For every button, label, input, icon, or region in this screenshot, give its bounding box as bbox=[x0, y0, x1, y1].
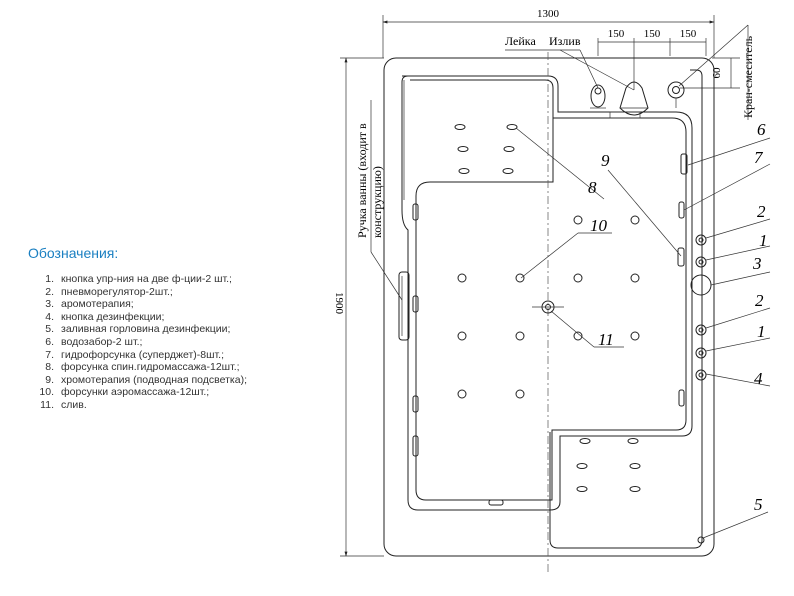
legend-item-number: 9. bbox=[45, 373, 54, 386]
callout-8: 8 bbox=[588, 178, 597, 197]
legend-item-text: хромотерапия (подводная подсветка); bbox=[61, 373, 247, 386]
legend-item-text: форсунка спин.гидромассажа-12шт.; bbox=[61, 361, 240, 374]
legend-item: 11. слив. bbox=[28, 399, 338, 412]
mixer-tap bbox=[667, 81, 685, 108]
legend-item-number: 3. bbox=[45, 298, 54, 311]
callout-1-lower: 1 bbox=[757, 322, 766, 341]
spacing-label-3: 150 bbox=[680, 28, 697, 40]
callout-3: 3 bbox=[752, 254, 762, 273]
legend-item-number: 2. bbox=[45, 285, 54, 298]
legend-item: 1. кнопка упр-ния на две ф-ции-2 шт.; bbox=[28, 273, 338, 286]
legend-item: 5. заливная горловина дезинфекции; bbox=[28, 323, 338, 336]
legend-item-text: кнопка упр-ния на две ф-ции-2 шт.; bbox=[61, 273, 232, 285]
legend-item-text: заливная горловина дезинфекции; bbox=[61, 323, 231, 336]
height-dimension-label: 1900 bbox=[333, 292, 345, 315]
callout-7: 7 bbox=[754, 148, 764, 167]
legend-item-number: 6. bbox=[45, 335, 54, 348]
handle-label-line2: конструкцию) bbox=[370, 166, 384, 238]
callout-leaders bbox=[515, 127, 771, 539]
legend-item: 10. форсунки аэромассажа-12шт.; bbox=[28, 386, 338, 399]
legend-item-text: кнопка дезинфекции; bbox=[61, 310, 165, 323]
callout-9: 9 bbox=[601, 151, 610, 170]
legend-item-text: форсунки аэромассажа-12шт.; bbox=[61, 386, 210, 399]
spacing-label-2: 150 bbox=[644, 28, 661, 40]
legend-item-text: слив. bbox=[61, 398, 87, 411]
legend-item-number: 5. bbox=[45, 323, 54, 336]
legend-item: 7. гидрофорсунка (суперджет)-8шт.; bbox=[28, 349, 338, 362]
callout-5: 5 bbox=[754, 495, 763, 514]
handle-label-line1: Ручка ванны (входит в bbox=[355, 123, 369, 238]
depth-dimension-label: 60 bbox=[711, 67, 723, 79]
legend-item: 8. форсунка спин.гидромассажа-12шт.; bbox=[28, 361, 338, 374]
callout-1-upper: 1 bbox=[759, 231, 768, 250]
depth-dimension: 60 bbox=[680, 57, 740, 89]
water-intake bbox=[680, 153, 688, 175]
legend-item-number: 4. bbox=[45, 310, 54, 323]
shower-label: Лейка bbox=[505, 34, 536, 48]
callout-2-upper: 2 bbox=[757, 202, 766, 221]
legend-item-number: 10. bbox=[39, 386, 54, 399]
legend-item-text: пневморегулятор-2шт.; bbox=[61, 285, 173, 298]
callout-2-lower: 2 bbox=[755, 291, 764, 310]
callout-6: 6 bbox=[757, 120, 766, 139]
legend-item-number: 8. bbox=[45, 361, 54, 374]
bath-handle bbox=[398, 271, 410, 341]
width-dimension-label: 1300 bbox=[537, 8, 560, 20]
air-massage-jets bbox=[457, 215, 640, 399]
legend-item-text: гидрофорсунка (суперджет)-8шт.; bbox=[61, 348, 225, 361]
legend-title: Обозначения: bbox=[28, 245, 119, 261]
height-dimension: 1900 bbox=[333, 57, 384, 557]
legend-item-number: 1. bbox=[45, 273, 54, 285]
control-buttons bbox=[690, 234, 712, 544]
width-dimension: 1300 bbox=[382, 8, 715, 58]
bathtub-basin bbox=[401, 69, 703, 549]
spout-label: Излив bbox=[549, 34, 581, 48]
legend-item-text: аромотерапия; bbox=[61, 298, 134, 311]
back-massage-jets bbox=[454, 124, 641, 492]
legend: Обозначения: 1. кнопка упр-ния на две ф-ц… bbox=[28, 245, 338, 412]
spacing-dimensions: 150 150 150 bbox=[597, 28, 707, 90]
bathtub-outer-rim bbox=[383, 57, 715, 557]
legend-item: 3. аромотерапия; bbox=[28, 298, 338, 311]
legend-item: 2. пневморегулятор-2шт.; bbox=[28, 286, 338, 299]
callout-10: 10 bbox=[590, 216, 608, 235]
callout-11: 11 bbox=[598, 330, 614, 349]
chromotherapy-light bbox=[677, 247, 685, 267]
legend-item: 4. кнопка дезинфекции; bbox=[28, 311, 338, 324]
spacing-label-1: 150 bbox=[608, 28, 625, 40]
legend-item: 9. хромотерапия (подводная подсветка); bbox=[28, 374, 338, 387]
shower-head bbox=[590, 84, 606, 109]
hydro-jets bbox=[412, 153, 688, 506]
callout-4: 4 bbox=[754, 369, 763, 388]
spout bbox=[619, 81, 649, 116]
legend-list: 1. кнопка упр-ния на две ф-ции-2 шт.; 2. п… bbox=[28, 273, 338, 412]
legend-item: 6. водозабор-2 шт.; bbox=[28, 336, 338, 349]
legend-item-number: 11. bbox=[40, 398, 54, 411]
legend-item-number: 7. bbox=[45, 348, 54, 361]
drain bbox=[532, 300, 564, 314]
legend-item-text: водозабор-2 шт.; bbox=[61, 335, 143, 348]
